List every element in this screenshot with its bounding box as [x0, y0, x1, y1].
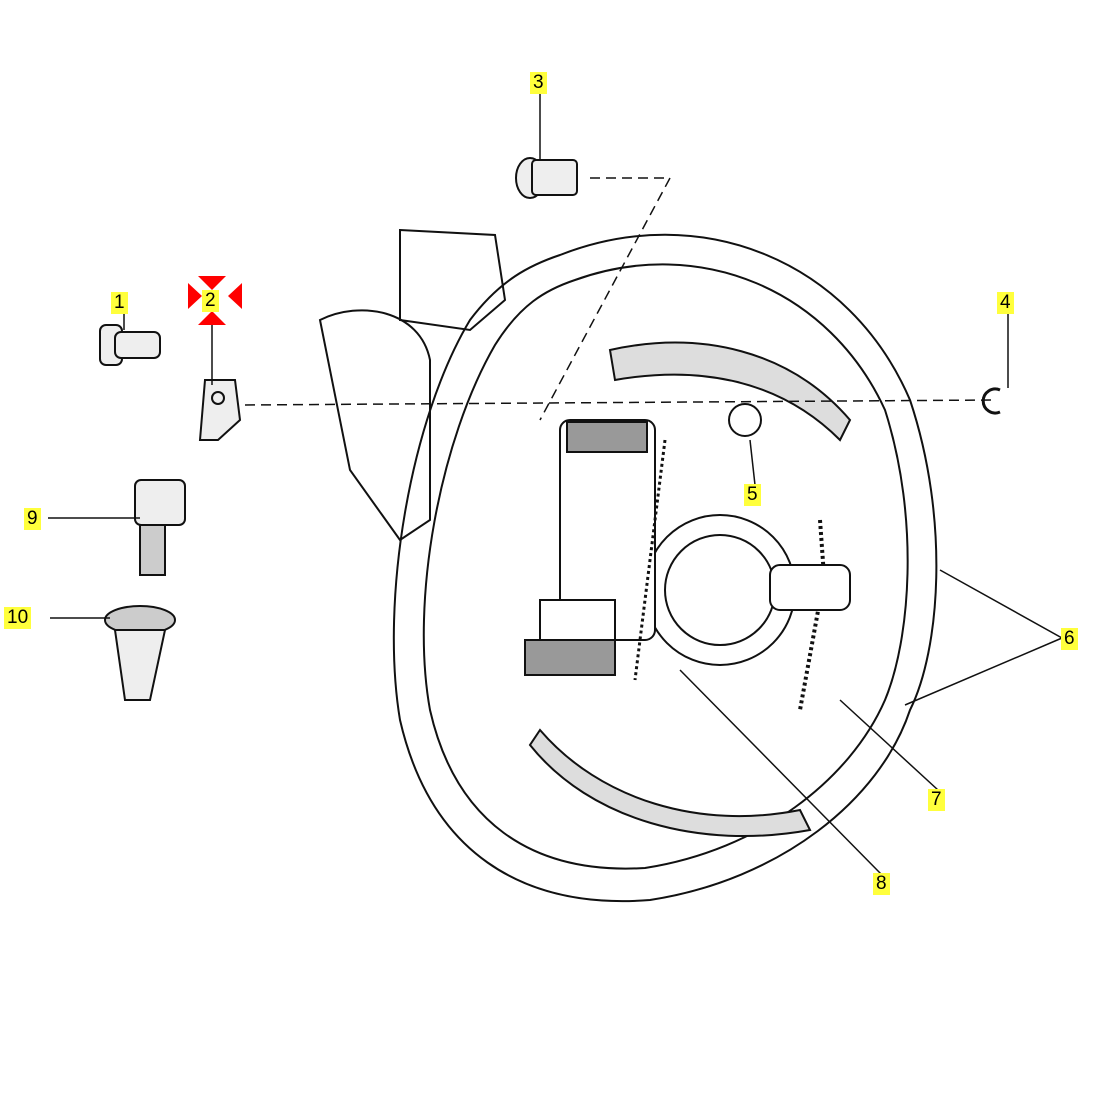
brake-shoe-top — [608, 341, 852, 442]
part-4-clip — [981, 387, 1001, 415]
callout-3[interactable]: 3 — [530, 72, 547, 94]
spring-8 — [633, 439, 667, 681]
callout-5[interactable]: 5 — [744, 484, 761, 506]
brake-shoe-bottom — [528, 728, 812, 837]
wheel-cylinder — [524, 419, 656, 676]
part-3-sleeve — [515, 157, 578, 199]
callout-9[interactable]: 9 — [24, 508, 41, 530]
part-2-plate — [198, 379, 242, 441]
callout-2[interactable]: 2 — [202, 290, 219, 312]
part-1-pin — [99, 324, 161, 366]
callout-1[interactable]: 1 — [111, 292, 128, 314]
leader-lines — [48, 90, 1063, 876]
callout-6[interactable]: 6 — [1061, 628, 1078, 650]
selection-marker — [188, 276, 242, 325]
part-9-clevis — [134, 479, 186, 576]
spring-7 — [798, 599, 822, 711]
callout-4[interactable]: 4 — [997, 292, 1014, 314]
callout-10[interactable]: 10 — [4, 607, 32, 629]
callout-8[interactable]: 8 — [873, 873, 890, 895]
adjuster — [769, 564, 851, 611]
spring-5 — [728, 403, 762, 437]
callout-7[interactable]: 7 — [928, 789, 945, 811]
part-10-knob — [104, 605, 176, 701]
